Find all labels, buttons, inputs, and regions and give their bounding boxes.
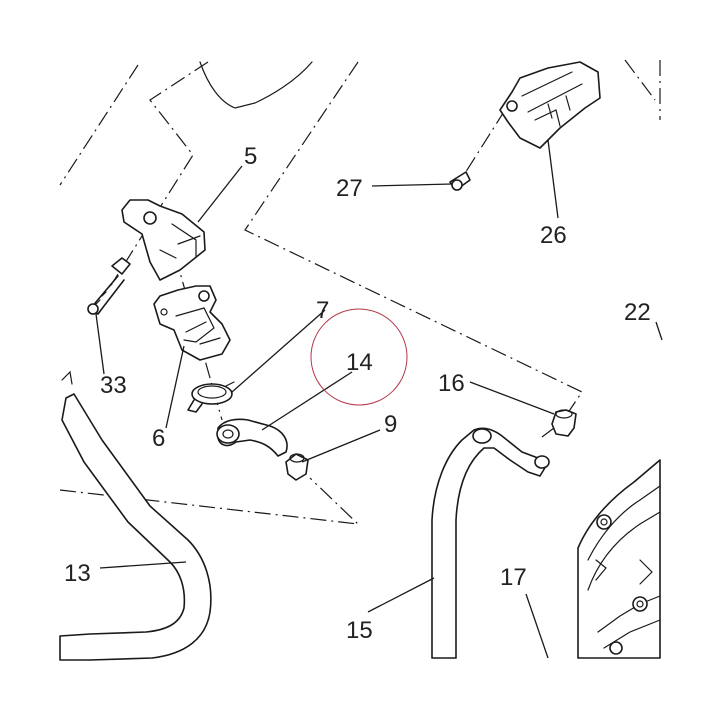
bracket-part-5 [121, 199, 206, 281]
screw-part-33 [87, 257, 131, 315]
sensor-part-6 [153, 285, 231, 361]
callout-label-5: 5 [244, 143, 257, 170]
callout-label-16: 16 [438, 370, 465, 397]
highlight-circle [310, 308, 408, 406]
callout-label-14: 14 [346, 349, 373, 376]
cap-part-9 [285, 453, 309, 481]
screw-part-27 [449, 171, 471, 191]
callout-label-26: 26 [540, 222, 567, 249]
callout-label-13: 13 [64, 560, 91, 587]
cap-part-16 [551, 409, 577, 437]
leader-lines [95, 139, 663, 659]
hose-part-13 [59, 370, 212, 661]
bracket-part-26 [499, 61, 601, 149]
callout-label-33: 33 [100, 372, 127, 399]
clamp-part-7 [187, 381, 235, 413]
centerlines [59, 59, 661, 525]
callout-label-9: 9 [384, 411, 397, 438]
callout-label-7: 7 [316, 297, 329, 324]
cylinder-head-part-17 [577, 459, 661, 659]
hose-part-15 [431, 427, 550, 659]
callout-label-27: 27 [336, 175, 363, 202]
callout-label-15: 15 [346, 617, 373, 644]
callout-label-6: 6 [152, 425, 165, 452]
callout-label-17: 17 [500, 564, 527, 591]
engine-casting-top [199, 61, 313, 109]
callout-label-22: 22 [624, 299, 651, 326]
hose-part-14 [216, 418, 288, 457]
